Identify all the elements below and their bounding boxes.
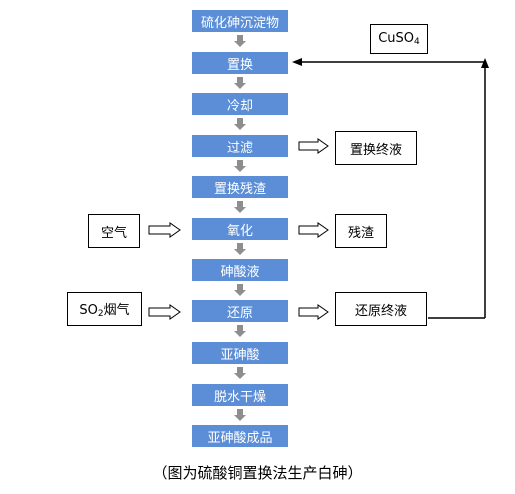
hollow-right-arrow-icon	[148, 304, 181, 320]
down-arrow-icon	[234, 118, 246, 130]
step-cooling: 冷却	[192, 93, 288, 115]
output-displacement-final-box: 置换终液	[335, 131, 417, 165]
so2-gas-label: SO2烟气	[79, 303, 130, 319]
step-arsenious-acid-product: 亚砷酸成品	[192, 425, 288, 447]
step-dehydration-drying: 脱水干燥	[192, 384, 288, 406]
step-arsenious-acid: 亚砷酸	[192, 342, 288, 364]
step-arsenic-acid-solution: 砷酸液	[192, 259, 288, 281]
down-arrow-icon	[234, 201, 246, 213]
down-arrow-icon	[234, 35, 246, 47]
step-reduction: 还原	[192, 300, 288, 322]
reagent-cuso4-box: CuSO4	[370, 24, 428, 54]
input-so2-gas-box: SO2烟气	[67, 292, 142, 326]
step-displacement-residue: 置换残渣	[192, 176, 288, 198]
hollow-right-arrow-icon	[148, 222, 181, 238]
down-arrow-icon	[234, 243, 246, 255]
hollow-right-arrow-icon	[298, 138, 329, 154]
hollow-right-arrow-icon	[298, 304, 329, 320]
input-air-box: 空气	[88, 214, 140, 248]
down-arrow-icon	[234, 160, 246, 172]
output-residue-box: 残渣	[335, 214, 387, 248]
down-arrow-icon	[234, 77, 246, 89]
step-displacement: 置换	[192, 52, 288, 74]
step-oxidation: 氧化	[192, 218, 288, 240]
step-arsenic-sulfide-precipitate: 硫化砷沉淀物	[192, 10, 288, 32]
hollow-right-arrow-icon	[298, 222, 329, 238]
output-reduction-final-box: 还原终液	[335, 292, 427, 326]
step-filtration: 过滤	[192, 135, 288, 157]
down-arrow-icon	[234, 284, 246, 296]
down-arrow-icon	[234, 409, 246, 421]
reagent-formula: CuSO4	[378, 31, 420, 47]
down-arrow-icon	[234, 325, 246, 337]
down-arrow-icon	[234, 367, 246, 379]
figure-caption: （图为硫酸铜置换法生产白砷）	[152, 464, 363, 482]
